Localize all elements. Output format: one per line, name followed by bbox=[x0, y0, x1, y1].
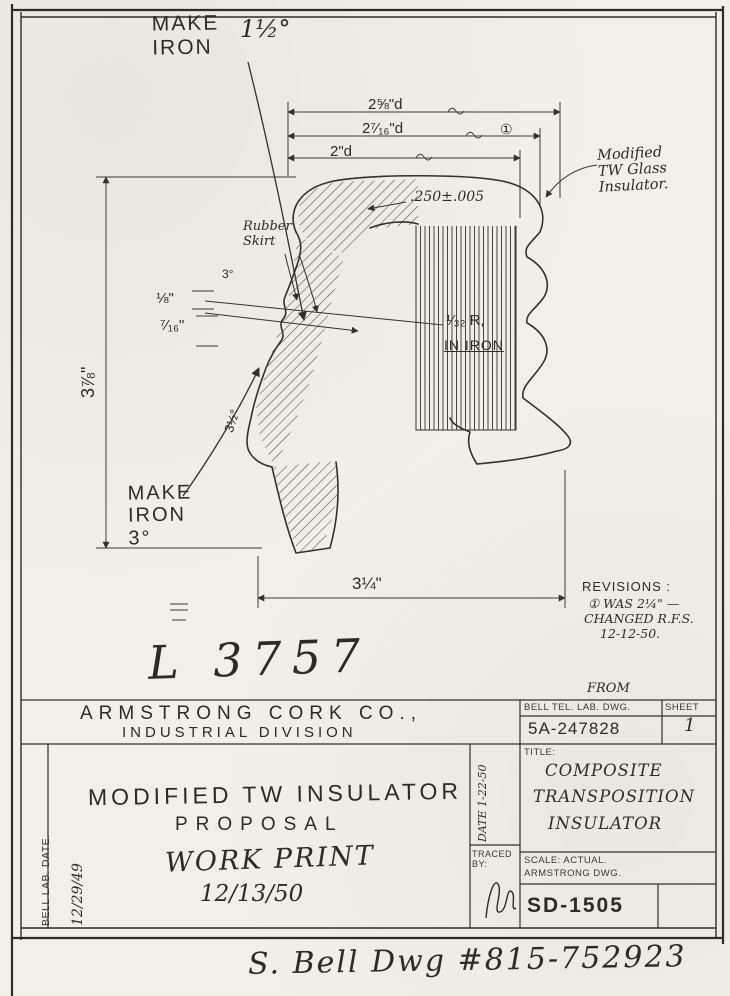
dim-width-3-1-4: 3¼" bbox=[352, 574, 382, 593]
rubber-skirt-label: Rubber Skirt bbox=[243, 219, 292, 249]
bell-dwg-header: BELL TEL. LAB. DWG. bbox=[524, 702, 631, 713]
dimension-lines bbox=[96, 102, 566, 621]
company-division: INDUSTRIAL DIVISION bbox=[122, 724, 357, 741]
title-line-1: COMPOSITE bbox=[545, 761, 663, 780]
drawing-number: SD-1505 bbox=[527, 894, 624, 917]
footer-reference-note: S. Bell Dwg #815-752923 bbox=[247, 939, 687, 982]
title-line-3: INSULATOR bbox=[548, 814, 663, 833]
radius-note-material: IN IRON bbox=[444, 337, 504, 353]
make-iron-top-note: MAKE IRON bbox=[151, 11, 220, 60]
sheet-header: SHEET bbox=[665, 702, 700, 713]
title-line-2: TRANSPOSITION bbox=[533, 787, 696, 806]
make-iron-top-angle: 1½° bbox=[240, 15, 291, 43]
sheet-border bbox=[10, 4, 725, 996]
bell-lab-date-value: 12/29/49 bbox=[69, 863, 86, 926]
scale-label: SCALE: ACTUAL. bbox=[524, 855, 608, 866]
dim-1-8: ⅛" bbox=[156, 290, 174, 307]
title-block-grid bbox=[21, 699, 716, 928]
dim-revision-marker: ① bbox=[500, 121, 513, 137]
traced-by-label: TRACED BY: bbox=[472, 849, 513, 870]
section-hatching bbox=[256, 179, 516, 552]
company-name: ARMSTRONG CORK CO., bbox=[80, 703, 423, 724]
modified-tw-glass-label: Modified TW Glass Insulator. bbox=[596, 144, 669, 197]
work-print-date: 12/13/50 bbox=[200, 881, 304, 907]
bell-lab-date-label: BELL LAB. DATE. bbox=[39, 834, 52, 926]
bell-lab-date-strip: BELL LAB. DATE. 12/29/49 bbox=[23, 748, 104, 926]
traced-by-signature bbox=[485, 882, 517, 919]
revision-line-3: 12-12-50. bbox=[600, 626, 661, 641]
radius-note: ¹⁄₃₂ R, bbox=[446, 312, 485, 329]
dim-2-7-16: 2⁷⁄₁₆"d bbox=[362, 120, 404, 137]
from-label: FROM bbox=[587, 681, 630, 696]
angle-3-deg: 3° bbox=[222, 267, 234, 281]
tolerance-note: .250±.005 bbox=[410, 189, 485, 205]
insulator-section-outline bbox=[246, 174, 572, 554]
date-strip: DATE 1-22-50 bbox=[476, 764, 489, 842]
sheet-number: 1 bbox=[684, 715, 696, 736]
part-number: L 3757 bbox=[147, 628, 372, 690]
revisions-title: REVISIONS : bbox=[582, 579, 672, 594]
dim-height-3-7-8: 3⅞" bbox=[78, 366, 98, 398]
armstrong-dwg-label: ARMSTRONG DWG. bbox=[524, 868, 622, 879]
title-label: TITLE: bbox=[524, 747, 556, 758]
dim-2: 2"d bbox=[330, 143, 353, 160]
dim-2-5-8: 2⅝"d bbox=[368, 96, 403, 113]
make-iron-bottom-note: MAKE IRON 3° bbox=[127, 481, 193, 550]
revision-line-2: CHANGED R.F.S. bbox=[584, 611, 694, 626]
bell-dwg-number: 5A-247828 bbox=[528, 719, 621, 738]
leader-lines bbox=[182, 61, 598, 497]
revision-line-1: ① WAS 2¼" — bbox=[588, 596, 680, 611]
subtitle: PROPOSAL bbox=[175, 814, 344, 835]
dim-7-16: ⁷⁄₁₆" bbox=[160, 317, 185, 334]
